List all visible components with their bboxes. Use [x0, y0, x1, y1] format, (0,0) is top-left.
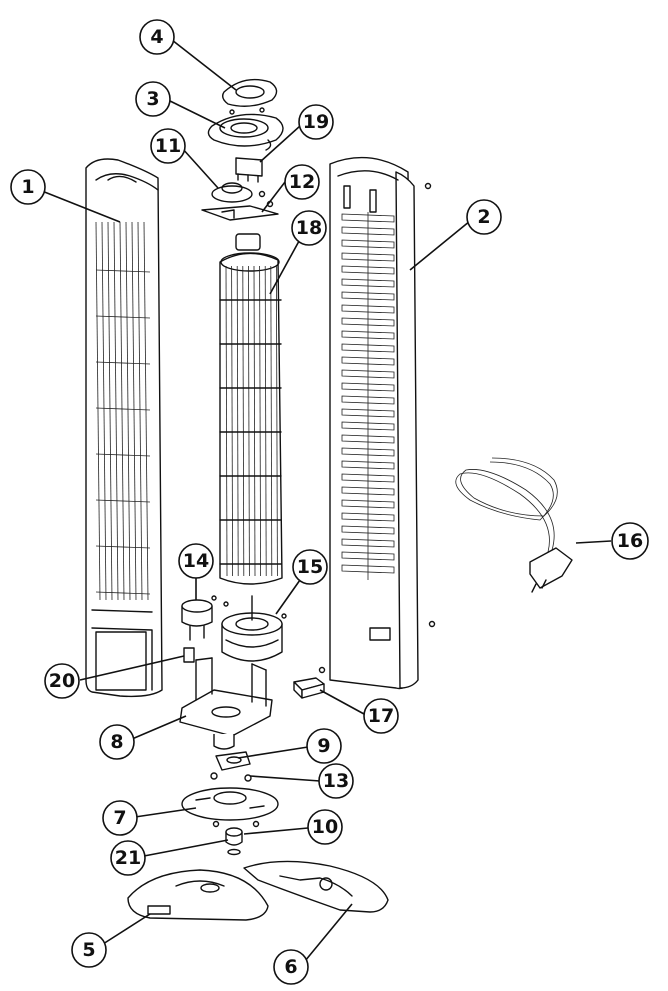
callout-20: 20: [44, 663, 80, 699]
part-rear-housing: [329, 156, 436, 690]
svg-text:20: 20: [49, 670, 75, 692]
callout-15: 15: [292, 549, 328, 585]
callout-6: 6: [273, 949, 309, 985]
part-control-ring: [207, 113, 284, 151]
callout-1: 1: [10, 169, 46, 205]
part-hub: [225, 827, 243, 856]
part-base-left: [127, 869, 269, 921]
part-switch: [235, 157, 263, 183]
callout-8: 8: [99, 724, 135, 760]
part-mounting-plate: [201, 200, 279, 221]
part-sync-motor: [181, 595, 217, 641]
svg-text:21: 21: [115, 847, 141, 869]
callout-10: 10: [307, 809, 343, 845]
svg-text:2: 2: [477, 206, 490, 228]
callout-4: 4: [139, 19, 175, 55]
part-switch-knob: [211, 182, 266, 203]
part-power-cord: [455, 457, 573, 593]
part-top-cap: [221, 78, 278, 115]
svg-text:5: 5: [82, 939, 95, 961]
part-bearing-block: [215, 751, 251, 771]
part-base-bracket: [179, 657, 273, 750]
callout-5: 5: [71, 932, 107, 968]
svg-text:1: 1: [21, 176, 34, 198]
svg-text:9: 9: [317, 735, 330, 757]
svg-text:17: 17: [368, 705, 394, 727]
svg-text:13: 13: [323, 770, 349, 792]
part-gear-plate: [181, 787, 279, 828]
part-front-housing: [85, 158, 163, 698]
part-impeller: [219, 233, 283, 585]
svg-text:19: 19: [303, 111, 329, 133]
callout-7: 7: [102, 800, 138, 836]
callout-17: 17: [363, 698, 399, 734]
svg-text:7: 7: [113, 807, 126, 829]
svg-text:8: 8: [110, 731, 123, 753]
svg-text:3: 3: [146, 88, 159, 110]
svg-text:16: 16: [617, 530, 643, 552]
part-washers: [210, 772, 252, 782]
part-small-block: [293, 666, 326, 699]
callout-12: 12: [284, 164, 320, 200]
part-main-motor: [221, 595, 287, 662]
svg-text:18: 18: [296, 217, 322, 239]
part-base-right: [243, 860, 389, 913]
callout-2: 2: [466, 199, 502, 235]
callout-11: 11: [150, 128, 186, 164]
svg-text:12: 12: [289, 171, 315, 193]
callout-9: 9: [306, 728, 342, 764]
leader-lines: [41, 39, 612, 962]
callout-14: 14: [178, 543, 214, 579]
callout-19: 19: [298, 104, 334, 140]
callout-18: 18: [291, 210, 327, 246]
part-clip: [183, 647, 195, 663]
svg-text:10: 10: [312, 816, 338, 838]
svg-text:6: 6: [284, 956, 297, 978]
callout-13: 13: [318, 763, 354, 799]
svg-text:15: 15: [297, 556, 323, 578]
svg-text:11: 11: [155, 135, 181, 157]
callout-21: 21: [110, 840, 146, 876]
callout-3: 3: [135, 81, 171, 117]
svg-text:4: 4: [150, 26, 163, 48]
svg-text:14: 14: [183, 550, 209, 572]
callout-16: 16: [611, 522, 649, 560]
